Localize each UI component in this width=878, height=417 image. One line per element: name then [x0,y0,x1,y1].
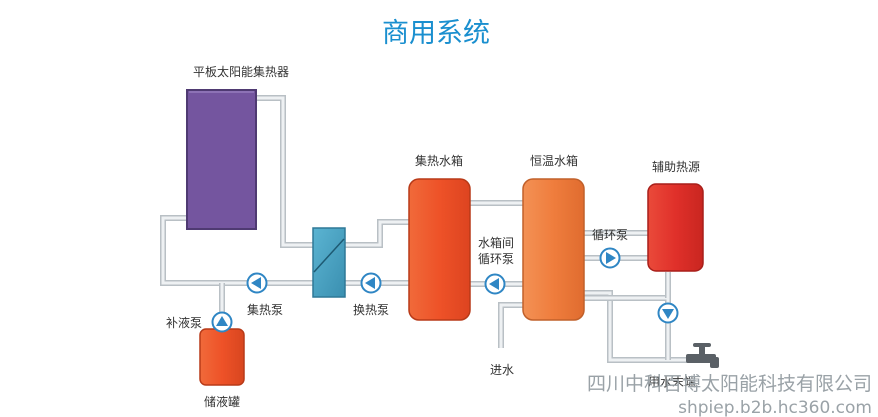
collector-pump-label: 集热泵 [247,302,283,317]
watermark-company: 四川中科百博太阳能科技有限公司 [587,373,872,395]
supply-pump [657,302,679,324]
diagram-title: 商用系统 [382,18,490,49]
fill-pump-label: 补液泵 [166,315,202,330]
inter-tank-pump-label-line1: 水箱间 [478,235,514,250]
water-end-label: 用水末端 [648,375,696,389]
inter-tank-pump-label-line2: 循环泵 [478,252,514,266]
exchange-pump-label: 换热泵 [353,303,389,317]
storage-tank [199,328,245,386]
pump-icon [599,247,621,269]
heat-exchanger-icon [312,227,346,298]
watermark-url: shpiep.b2b.hc360.com [678,398,872,417]
pump-icon [484,273,506,295]
storage-tank-label: 储液罐 [204,394,240,409]
circulation-pump-label: 循环泵 [592,228,628,242]
exchange-pump [360,272,382,294]
pump-icon [211,311,233,333]
inter-tank-pump [484,273,506,295]
collector-tank-label: 集热水箱 [415,153,463,168]
pump-icon [246,272,268,294]
collector-pump [246,272,268,294]
fill-pump [211,311,233,333]
solar-collector [186,89,257,230]
faucet-icon [686,343,719,368]
constant-tank-label: 恒温水箱 [530,153,578,168]
pump-icon [360,272,382,294]
water-inlet-label: 进水 [490,363,514,377]
auxiliary-heat-source [647,183,704,272]
collector-water-tank [408,178,471,321]
circulation-pump [599,247,621,269]
pump-icon [657,302,679,324]
aux-heat-label: 辅助热源 [652,160,700,174]
constant-temperature-tank [522,178,585,321]
solar-collector-label: 平板太阳能集热器 [193,64,289,79]
